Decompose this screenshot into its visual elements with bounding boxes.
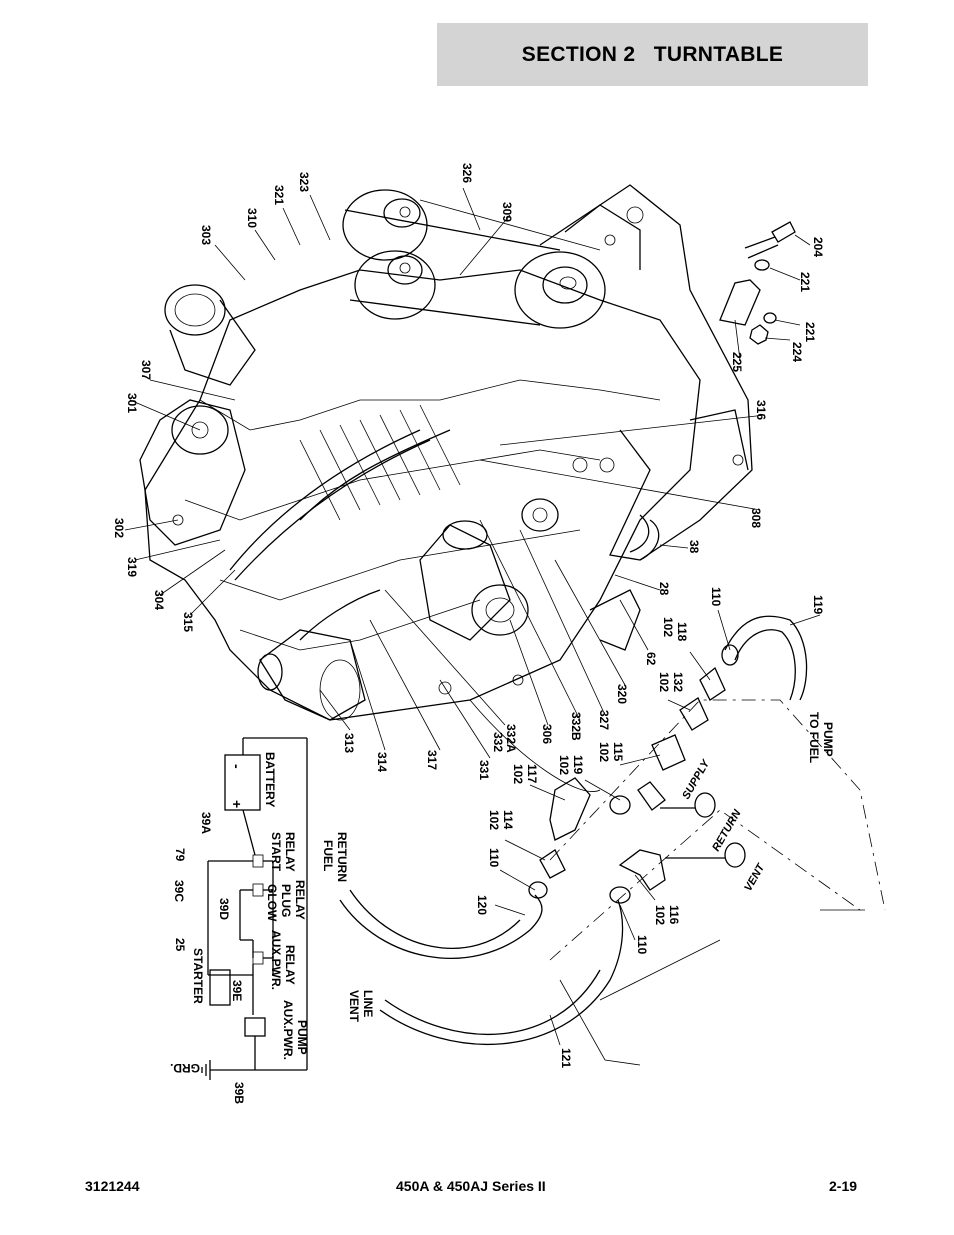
callout-28: 28 (657, 582, 671, 596)
callout-116: 116 (667, 905, 681, 925)
callout-317: 317 (425, 750, 439, 770)
callout-102e: 102 (511, 764, 525, 784)
callout-314: 314 (375, 752, 389, 772)
callout-110b: 110 (487, 848, 501, 868)
callout-119b: 119 (571, 755, 585, 775)
callout-102f: 102 (487, 810, 501, 830)
label-vent-port: VENT (742, 861, 768, 894)
callout-332A: 332A (504, 724, 518, 753)
mounting-hardware (719, 221, 796, 345)
callout-301: 301 (125, 393, 139, 413)
callout-119a: 119 (811, 595, 825, 615)
callout-225: 225 (730, 352, 744, 372)
callout-307: 307 (139, 360, 153, 380)
part-callouts: 326 323 321 310 303 309 204 221 221 224 … (112, 163, 825, 1104)
callout-304: 304 (152, 590, 166, 610)
callout-38: 38 (687, 540, 701, 554)
label-pump-2: PUMP (295, 1020, 309, 1055)
engine-illustration (139, 184, 753, 721)
label-relay-3: RELAY (283, 945, 297, 985)
callout-323: 323 (297, 172, 311, 192)
label-battery: BATTERY (263, 752, 277, 807)
callout-331: 331 (477, 760, 491, 780)
callout-102d: 102 (557, 755, 571, 775)
callout-115: 115 (611, 742, 625, 762)
callout-102c: 102 (597, 742, 611, 762)
label-ground: GRD. (170, 1061, 200, 1075)
label-starter: STARTER (191, 948, 205, 1004)
callout-79: 79 (173, 848, 187, 862)
label-to-fuel: TO FUEL (807, 712, 821, 763)
callout-110a: 110 (709, 587, 723, 607)
doc-number: 3121244 (85, 1178, 140, 1194)
callout-316: 316 (754, 400, 768, 420)
callout-62: 62 (644, 652, 658, 666)
callout-308: 308 (749, 508, 763, 528)
callout-321: 321 (272, 185, 286, 205)
callout-110c: 110 (635, 935, 649, 955)
label-supply-port: SUPPLY (680, 757, 713, 802)
label-aux-pwr-pump: AUX.PWR. (281, 1000, 295, 1060)
callout-132: 132 (671, 672, 685, 692)
callout-315: 315 (181, 612, 195, 632)
callout-114: 114 (501, 810, 515, 830)
callout-221a: 221 (798, 272, 812, 292)
label-glow: GLOW (265, 884, 279, 922)
label-line: LINE (361, 990, 375, 1017)
label-battery-plus: + (229, 800, 245, 808)
callout-332: 332 (491, 732, 505, 752)
callout-102a: 102 (661, 617, 675, 637)
section-title: SECTION 2 TURNTABLE (521, 42, 784, 66)
callout-102g: 102 (653, 905, 667, 925)
label-fuel: FUEL (321, 840, 335, 871)
label-start: START (269, 832, 283, 872)
callout-204: 204 (811, 237, 825, 257)
label-pump: PUMP (821, 722, 835, 757)
callout-310: 310 (245, 208, 259, 228)
callout-327: 327 (597, 710, 611, 730)
label-return: RETURN (335, 832, 349, 882)
callout-320: 320 (615, 684, 629, 704)
wiring-schematic (201, 737, 308, 1080)
callout-313: 313 (342, 733, 356, 753)
callout-303: 303 (199, 225, 213, 245)
callout-309: 309 (500, 202, 514, 222)
label-aux-pwr-relay: AUX.PWR. (269, 930, 283, 990)
leader-lines (124, 187, 821, 1046)
label-battery-minus: - (229, 764, 245, 769)
callout-39B: 39B (232, 1082, 246, 1104)
fuel-fittings (339, 615, 886, 1066)
label-plug: PLUG (279, 884, 293, 917)
page-number: 2-19 (829, 1178, 858, 1194)
callout-121: 121 (559, 1048, 573, 1068)
callout-39D: 39D (217, 898, 231, 920)
model-name: 450A & 450AJ Series II (396, 1178, 546, 1194)
callout-326: 326 (460, 163, 474, 183)
callout-25: 25 (173, 938, 187, 952)
callout-319: 319 (125, 557, 139, 577)
callout-302: 302 (112, 518, 126, 538)
label-vent: VENT (347, 990, 361, 1023)
callout-102b: 102 (657, 672, 671, 692)
callout-39A: 39A (199, 812, 213, 834)
label-relay-2: RELAY (293, 880, 307, 920)
section-header: SECTION 2 TURNTABLE (437, 23, 868, 86)
callout-332B: 332B (569, 712, 583, 741)
callout-221b: 221 (803, 322, 817, 342)
diagram-labels: TO FUEL PUMP FUEL RETURN VENT LINE SUPPL… (170, 712, 835, 1075)
callout-39C: 39C (172, 880, 186, 902)
callout-39E: 39E (230, 980, 244, 1001)
label-relay-1: RELAY (283, 832, 297, 872)
callout-224: 224 (790, 342, 804, 362)
callout-118: 118 (675, 622, 689, 642)
callout-117: 117 (525, 764, 539, 784)
callout-120: 120 (475, 895, 489, 915)
callout-306: 306 (540, 724, 554, 744)
